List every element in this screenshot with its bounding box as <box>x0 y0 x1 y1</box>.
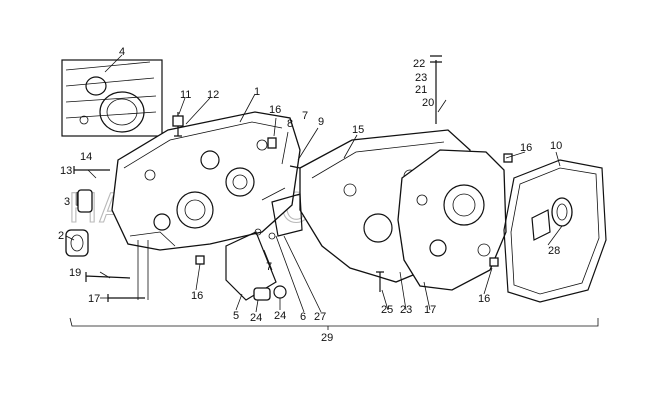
callout-26: 25 <box>381 304 393 316</box>
callout-19: 19 <box>69 267 81 279</box>
callout-17: 17 <box>424 304 436 316</box>
leader-lines <box>65 54 599 330</box>
callout-1: 1 <box>254 86 260 98</box>
callout-8: 8 <box>287 118 293 130</box>
callout-21: 21 <box>415 84 427 96</box>
callout-9: 9 <box>318 116 324 128</box>
callout-10: 10 <box>550 140 562 152</box>
callout-labels: 4 1 11 12 16 8 7 9 15 22 23 21 20 16 10 … <box>58 46 562 344</box>
callout-28: 28 <box>548 245 560 257</box>
small-parts <box>65 55 513 302</box>
callout-18: 17 <box>88 293 100 305</box>
callout-16-d: 16 <box>478 293 490 305</box>
callout-24: 24 <box>250 312 262 324</box>
callout-2: 2 <box>58 230 64 242</box>
bearing-part-28 <box>531 197 573 241</box>
callout-22: 22 <box>413 58 425 70</box>
callout-7-b: 7 <box>266 261 272 273</box>
callout-27: 27 <box>314 311 326 323</box>
rear-cover-part-17 <box>397 149 507 291</box>
callout-4: 4 <box>119 46 125 58</box>
callout-14: 14 <box>80 151 92 163</box>
callout-25: 24 <box>274 310 286 322</box>
callout-16-c: 16 <box>191 290 203 302</box>
inset-detail-part-4 <box>61 59 163 137</box>
callout-5: 5 <box>233 310 239 322</box>
gearbox-housing-part-1 <box>111 111 301 251</box>
callout-16-b: 16 <box>520 142 532 154</box>
callout-23-b: 23 <box>400 304 412 316</box>
callout-6: 6 <box>300 311 306 323</box>
callout-7: 7 <box>302 110 308 122</box>
callout-16-a: 16 <box>269 104 281 116</box>
callout-15: 15 <box>352 124 364 136</box>
callout-23-a: 23 <box>415 72 427 84</box>
callout-11: 11 <box>180 89 191 101</box>
callout-3: 3 <box>64 196 70 208</box>
callout-20: 20 <box>422 97 434 109</box>
callout-12: 12 <box>207 89 219 101</box>
gasket-part-10 <box>503 159 607 303</box>
callout-29: 29 <box>321 332 333 344</box>
callout-13: 13 <box>60 165 72 177</box>
